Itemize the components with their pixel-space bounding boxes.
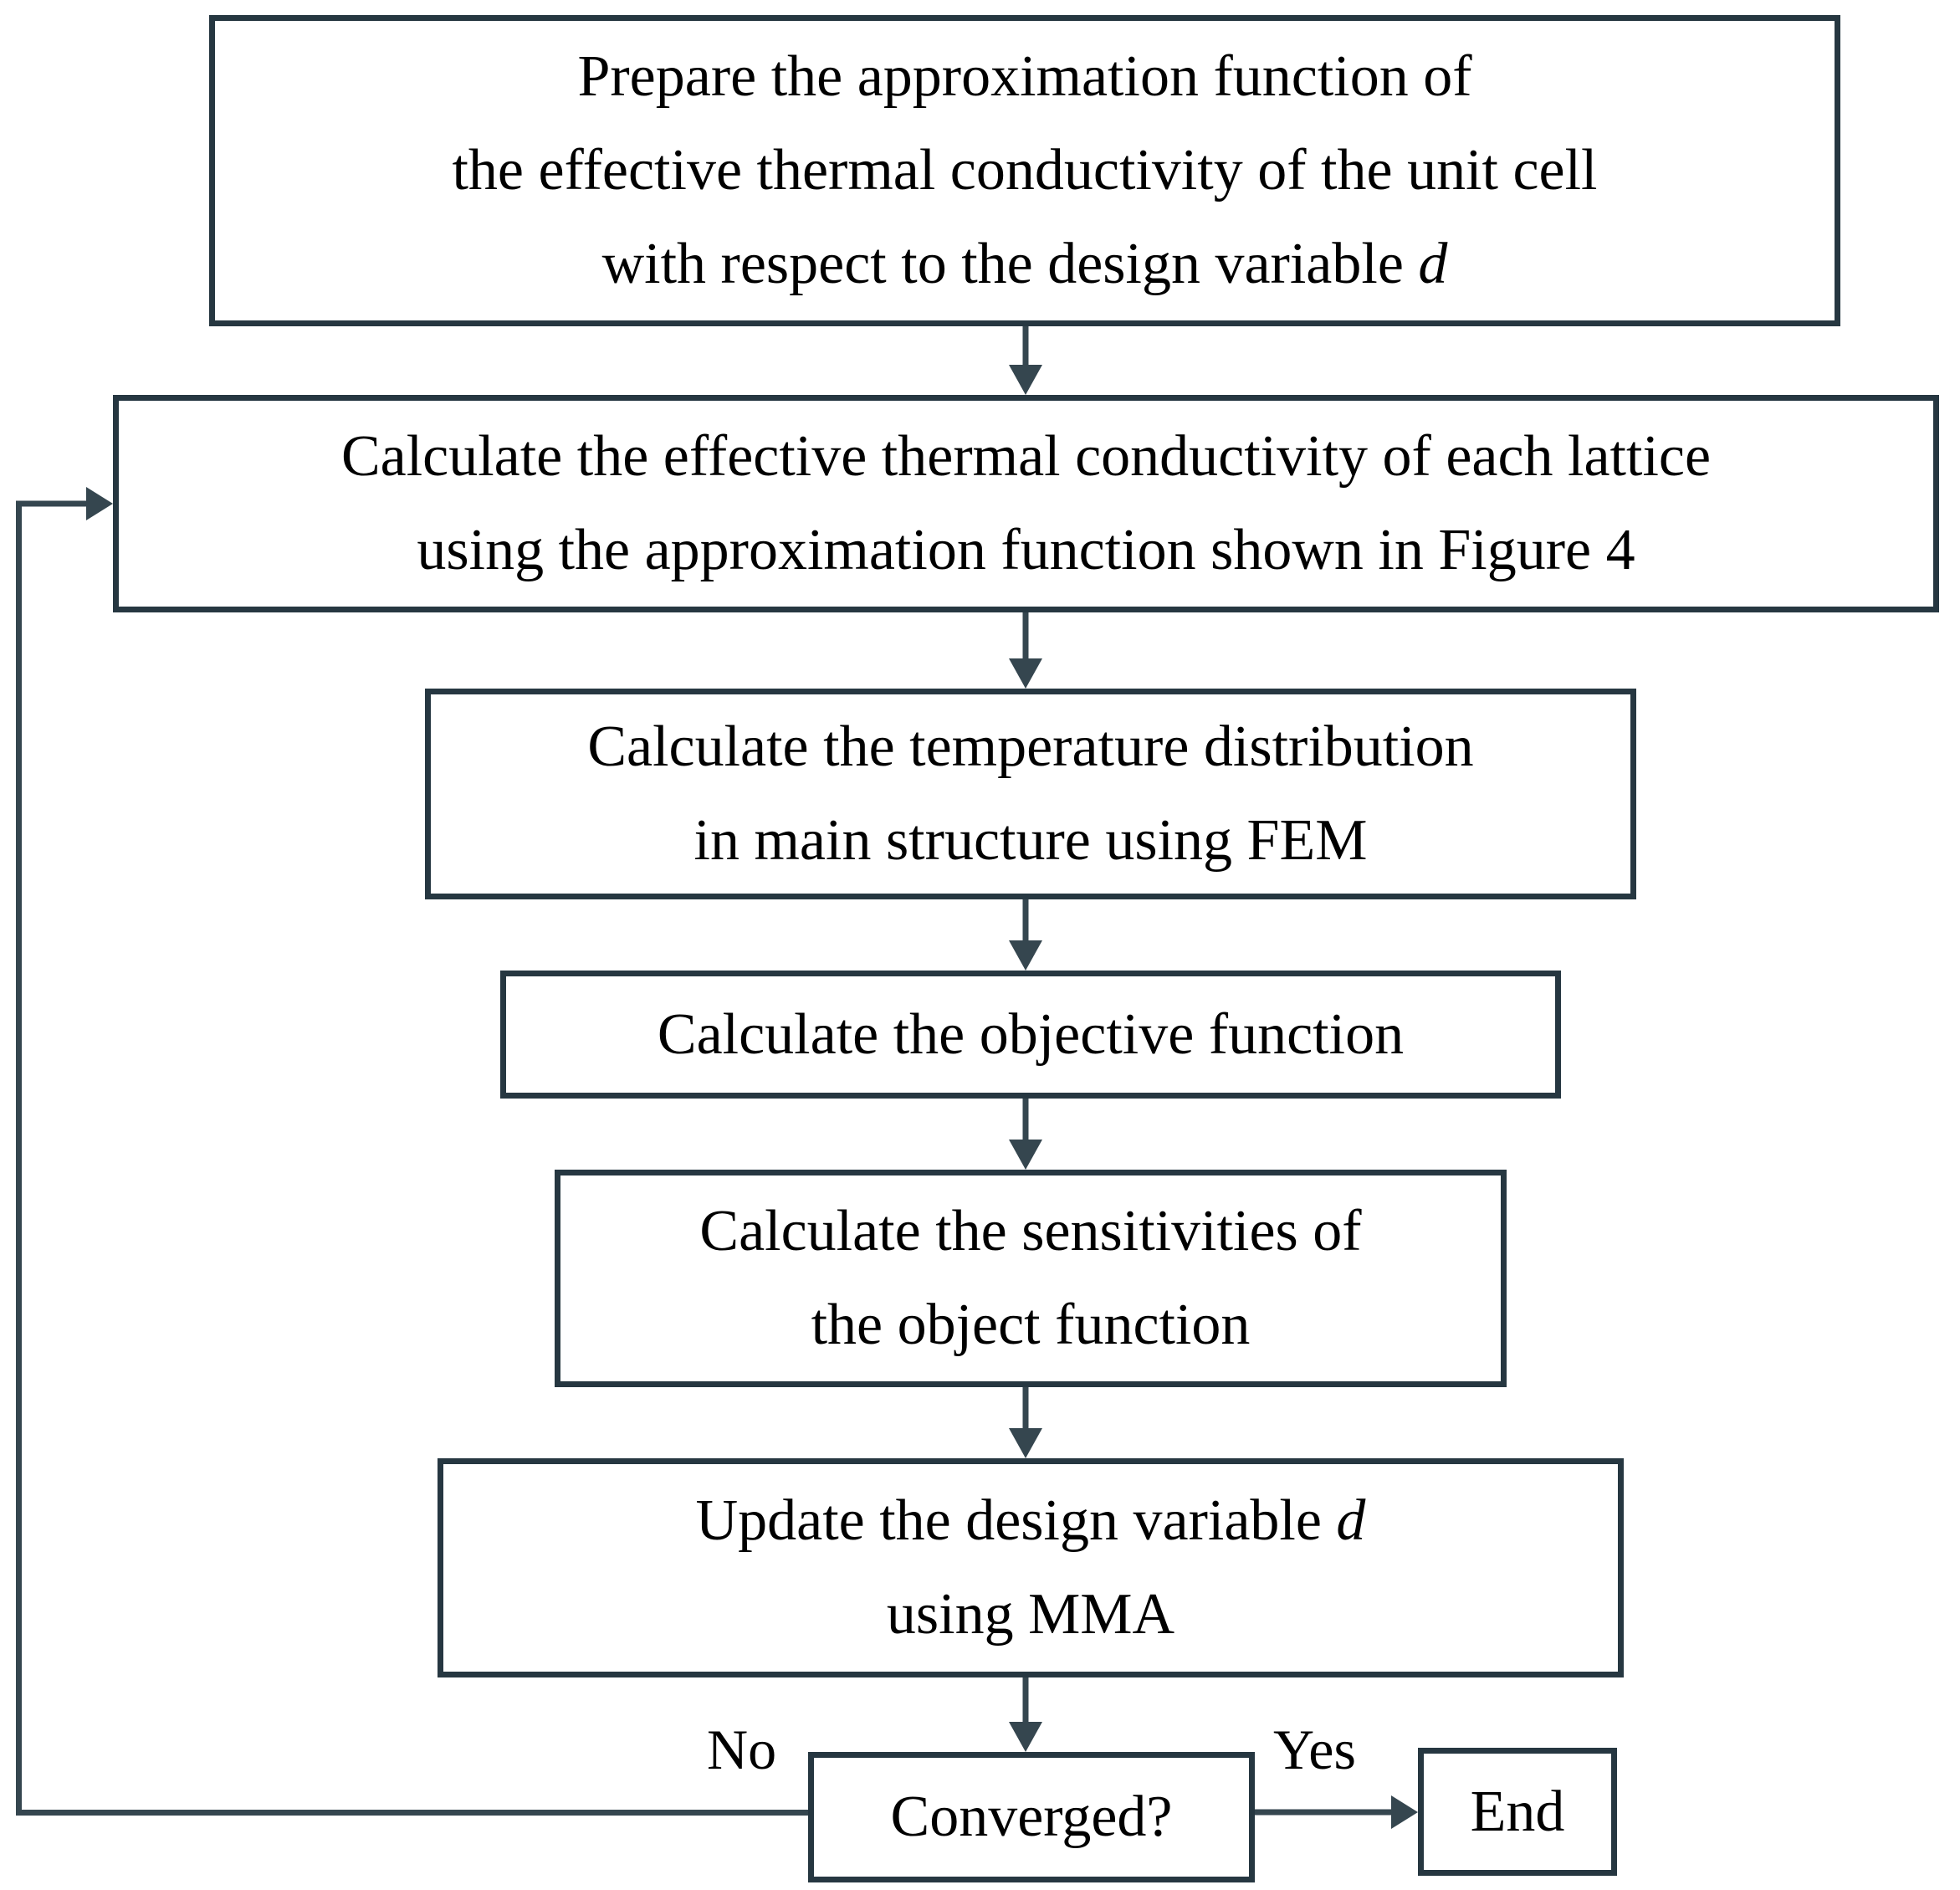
arrowhead-down-icon [1009,658,1042,689]
node-text: the object function [811,1293,1251,1357]
arrow-shaft [1022,1099,1029,1143]
arrow-feedback-to-conductivity [16,487,113,520]
arrow-update-to-converged [1009,1677,1042,1752]
feedback-line-bottom [16,1810,808,1816]
node-prepare-approximation: Prepare the approximation function of th… [209,15,1840,326]
node-converged-decision: Converged? [808,1752,1255,1882]
node-calc-sensitivities: Calculate the sensitivities of the objec… [555,1170,1507,1387]
node-text: with respect to the design variable d [601,232,1448,296]
arrow-prepare-to-conductivity [1009,326,1042,395]
arrow-conductivity-to-temperature [1009,612,1042,689]
node-calc-conductivity: Calculate the effective thermal conducti… [113,395,1939,612]
arrow-converged-to-end [1255,1795,1418,1829]
arrow-sensitivities-to-update [1009,1387,1042,1458]
node-calc-temperature: Calculate the temperature distribution i… [425,689,1636,899]
edge-label-yes: Yes [1273,1718,1356,1781]
arrow-shaft [1022,899,1029,944]
arrow-objective-to-sensitivities [1009,1099,1042,1170]
arrowhead-down-icon [1009,940,1042,971]
arrowhead-down-icon [1009,1428,1042,1458]
node-text: Converged? [890,1785,1173,1849]
node-text: Calculate the temperature distribution [587,715,1474,779]
arrow-shaft [1255,1809,1393,1816]
node-text: Calculate the effective thermal conducti… [340,424,1712,489]
node-text: Calculate the sensitivities of [699,1199,1362,1263]
edge-label-no: No [707,1718,777,1781]
arrow-shaft [1022,1387,1029,1432]
node-text: Update the design variable d [695,1488,1366,1553]
arrowhead-down-icon [1009,1722,1042,1752]
node-text: the effective thermal conductivity of th… [452,138,1598,202]
arrowhead-right-icon [1391,1795,1418,1829]
node-update-design-variable: Update the design variable d using MMA [438,1458,1624,1677]
arrow-shaft [16,500,90,507]
node-text: using the approximation function shown i… [417,518,1635,582]
node-text: Prepare the approximation function of [577,44,1472,109]
node-text: Calculate the objective function [657,1001,1405,1067]
node-text: using MMA [886,1582,1175,1647]
arrow-shaft [1022,326,1029,368]
node-calc-objective: Calculate the objective function [500,971,1561,1099]
arrow-shaft [1022,1677,1029,1725]
node-end: End [1418,1748,1617,1876]
arrow-shaft [1022,612,1029,662]
arrowhead-down-icon [1009,365,1042,395]
arrowhead-right-icon [86,487,113,520]
node-text: in main structure using FEM [693,808,1368,873]
feedback-line-left [16,501,22,1816]
arrowhead-down-icon [1009,1140,1042,1170]
node-text: End [1470,1779,1565,1844]
arrow-temperature-to-objective [1009,899,1042,971]
